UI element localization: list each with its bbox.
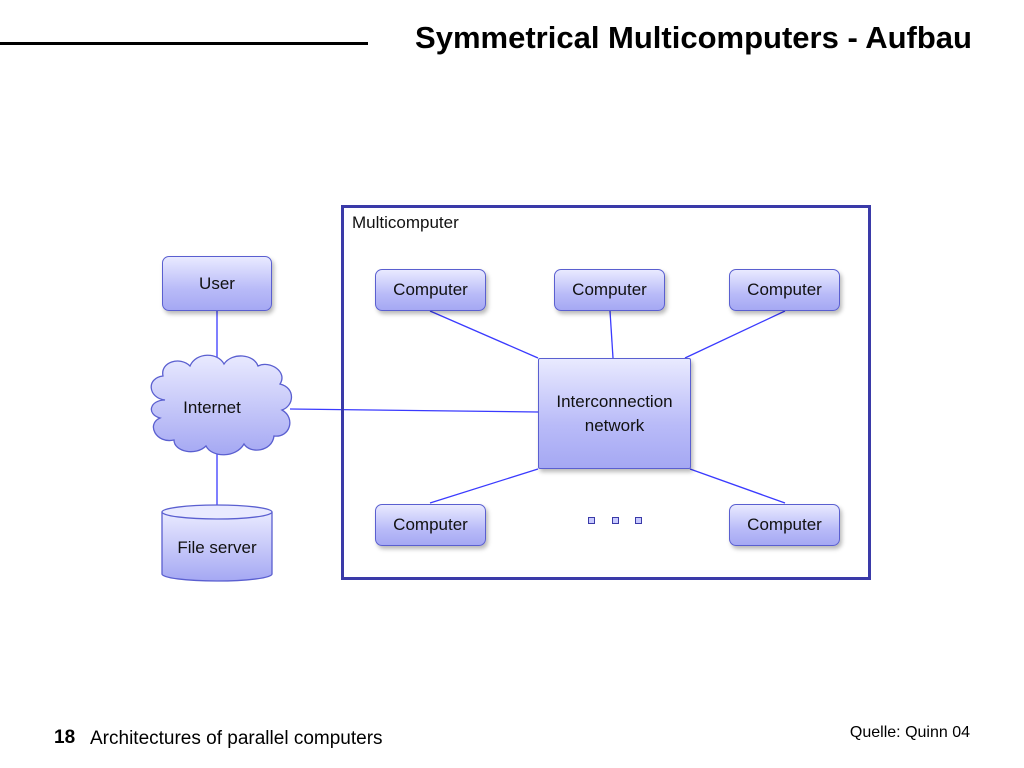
ellipsis-dot-3 — [635, 517, 642, 524]
ellipsis-dot-1 — [588, 517, 595, 524]
user-node: User — [162, 256, 272, 311]
multicomputer-frame — [341, 205, 871, 580]
title-rule — [0, 42, 368, 45]
internet-cloud-icon — [150, 354, 293, 456]
line-internet-interconnect — [289, 408, 539, 413]
computer-node-2: Computer — [554, 269, 665, 311]
page-number: 18 — [54, 727, 76, 748]
ellipsis-dot-2 — [612, 517, 619, 524]
footer-course-title: Architectures of parallel computers — [90, 728, 383, 749]
line-computer5-interconnect — [689, 468, 786, 504]
multicomputer-label: Multicomputer — [352, 213, 459, 232]
computer-node-4: Computer — [375, 504, 486, 546]
computer-node-1: Computer — [375, 269, 486, 311]
page-title: Symmetrical Multicomputers - Aufbau — [415, 20, 972, 55]
interconnect-line-2: network — [584, 415, 645, 435]
line-computer1-interconnect — [429, 310, 539, 359]
computer-node-3: Computer — [729, 269, 840, 311]
computer-node-5: Computer — [729, 504, 840, 546]
line-computer3-interconnect — [684, 310, 786, 359]
interconnection-network-node: Interconnection network — [538, 358, 691, 469]
source-citation: Quelle: Quinn 04 — [849, 724, 970, 741]
file-server-cylinder-icon — [161, 504, 273, 582]
file-server-node: File server — [177, 538, 257, 557]
line-computer2-interconnect — [609, 310, 614, 359]
internet-node: Internet — [183, 398, 241, 417]
interconnect-line-1: Interconnection — [556, 391, 673, 411]
line-computer4-interconnect — [429, 468, 539, 504]
